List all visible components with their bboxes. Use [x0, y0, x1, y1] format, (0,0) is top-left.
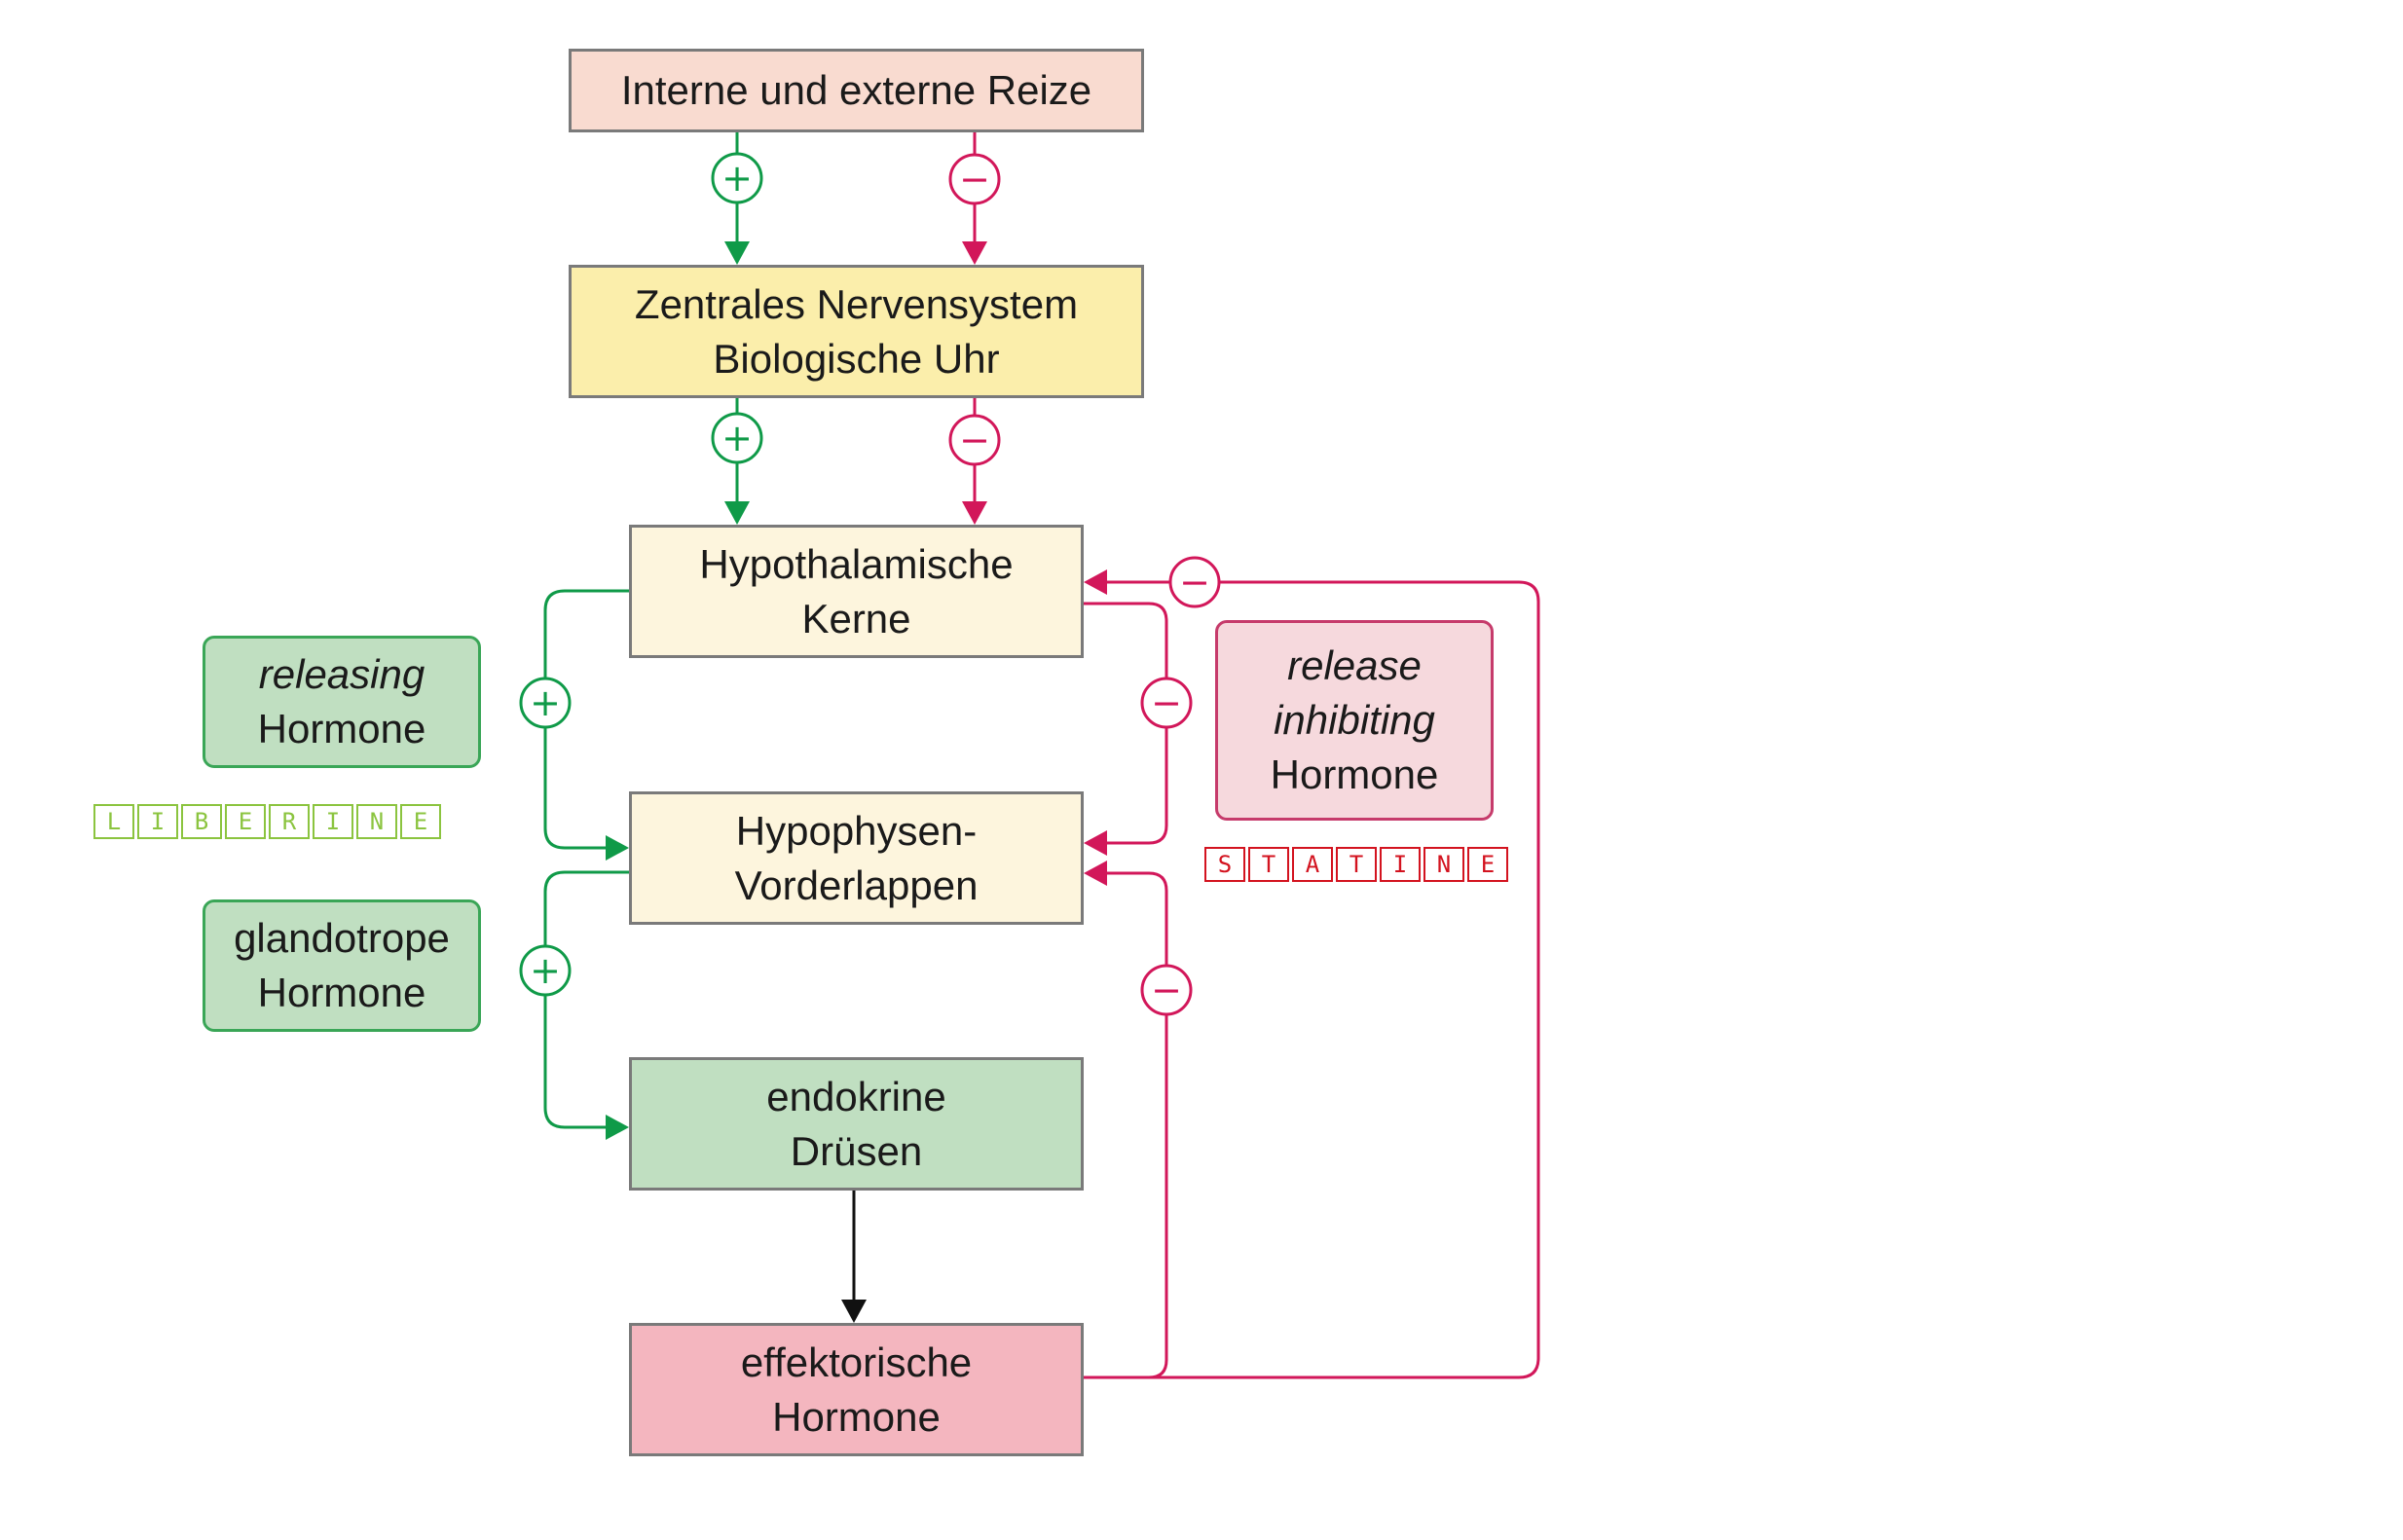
minus-sign-reize-zns: − [948, 153, 1001, 205]
minus-sign-feedback-hypophyse: − [1140, 964, 1193, 1016]
minus-sign-zns-hypo: − [948, 414, 1001, 466]
plus-sign-text: + [530, 949, 561, 992]
box-interne-externe-reize: Interne und externe Reize [569, 49, 1144, 132]
stamp-statine-letter: T [1248, 847, 1289, 882]
signs: + − + − + + − − − [519, 152, 1221, 1016]
label-glandotrope-line-1: glandotrope [234, 915, 450, 961]
arrowhead-endokrin-effektor [841, 1300, 867, 1323]
stamp-statine-letter: A [1292, 847, 1333, 882]
box-hypophyse-line-1: Hypophysen- [735, 807, 978, 854]
box-zentrales-nervensystem: Zentrales Nervensystem Biologische Uhr [569, 265, 1144, 398]
arrowhead-feedback-hypothalamus [1084, 569, 1107, 595]
label-release-inhibiting-line-2: inhibiting [1274, 697, 1435, 743]
plus-sign-releasing: + [519, 677, 572, 729]
stamp-statine-letter: I [1380, 847, 1421, 882]
stamp-statine-letter: E [1467, 847, 1508, 882]
minus-sign-text: − [1151, 681, 1182, 724]
stamp-liberine-letter: B [181, 804, 222, 839]
minus-sign-text: − [959, 419, 990, 461]
minus-sign-text: − [959, 158, 990, 201]
arrowhead-hypo-hypophyse-releasing [606, 835, 629, 861]
plus-sign-text: + [530, 681, 561, 724]
box-hypophyse-line-2: Vorderlappen [734, 862, 979, 908]
label-releasing-line-2: Hormone [257, 706, 426, 752]
stamp-liberine-letter: L [93, 804, 134, 839]
arrowhead-zns-hypo-activating [724, 501, 750, 525]
box-endokrine-druesen: endokrine Drüsen [629, 1057, 1084, 1191]
feedback-effektor-hypophyse [1082, 871, 1168, 1379]
stamp-liberine-letter: I [137, 804, 178, 839]
plus-sign-reize-zns: + [711, 152, 763, 204]
arrowhead-zns-hypo-inhibiting [962, 501, 987, 525]
stamp-statine-letter: S [1204, 847, 1245, 882]
minus-sign-text: − [1151, 969, 1182, 1011]
arrowhead-reize-zns-inhibiting [962, 241, 987, 265]
label-glandotrope-hormone: glandotrope Hormone [203, 899, 481, 1032]
box-zns-line-2: Biologische Uhr [713, 335, 1000, 382]
label-releasing-hormone: releasing Hormone [203, 636, 481, 768]
label-releasing-line-1: releasing [258, 651, 425, 697]
arrowhead-hypo-hypophyse-inhibiting [1084, 830, 1107, 856]
box-zns-line-1: Zentrales Nervensystem [634, 280, 1079, 327]
arrowhead-hypophyse-endokrin-glandotrop [606, 1115, 629, 1140]
stamp-statine: S T A T I N E [1204, 847, 1508, 882]
box-endokrin-line-2: Drüsen [790, 1127, 923, 1174]
stamp-liberine-letter: I [313, 804, 353, 839]
connectors [543, 130, 1540, 1379]
stamp-liberine: L I B E R I N E [93, 804, 441, 839]
feedback-effektor-hypothalamus [1082, 580, 1540, 1379]
plus-sign-zns-hypo: + [711, 412, 763, 464]
label-glandotrope-line-2: Hormone [257, 970, 426, 1015]
box-reize-line-1: Interne und externe Reize [620, 67, 1092, 113]
minus-sign-feedback-hypothalamus: − [1168, 556, 1221, 608]
arrowhead-reize-zns-activating [724, 241, 750, 265]
plus-sign-text: + [721, 157, 753, 200]
box-endokrin-line-1: endokrine [766, 1073, 946, 1119]
box-effektor-line-2: Hormone [772, 1393, 941, 1440]
box-hypophysen-vorderlappen: Hypophysen- Vorderlappen [629, 791, 1084, 925]
stamp-liberine-letter: R [269, 804, 310, 839]
minus-sign-text: − [1179, 561, 1210, 604]
label-release-inhibiting-line-3: Hormone [1270, 752, 1439, 797]
arrow-hypophyse-endokrin-glandotrop [543, 870, 631, 1129]
minus-sign-release-inhibiting: − [1140, 677, 1193, 729]
plus-sign-text: + [721, 417, 753, 459]
plus-sign-glandotrop: + [519, 944, 572, 997]
stamp-liberine-letter: E [225, 804, 266, 839]
stamp-statine-letter: N [1423, 847, 1464, 882]
stamp-statine-letter: T [1336, 847, 1377, 882]
box-effektorische-hormone: effektorische Hormone [629, 1323, 1084, 1456]
stamp-liberine-letter: E [400, 804, 441, 839]
label-release-inhibiting-line-1: release [1287, 642, 1422, 688]
label-release-inhibiting-hormone: release inhibiting Hormone [1215, 620, 1494, 821]
box-hypothalamus-line-1: Hypothalamische [699, 540, 1014, 587]
stamp-liberine-letter: N [356, 804, 397, 839]
box-hypothalamische-kerne: Hypothalamische Kerne [629, 525, 1084, 658]
box-effektor-line-1: effektorische [740, 1338, 973, 1385]
arrowhead-feedback-hypophyse [1084, 861, 1107, 886]
box-hypothalamus-line-2: Kerne [801, 595, 911, 642]
